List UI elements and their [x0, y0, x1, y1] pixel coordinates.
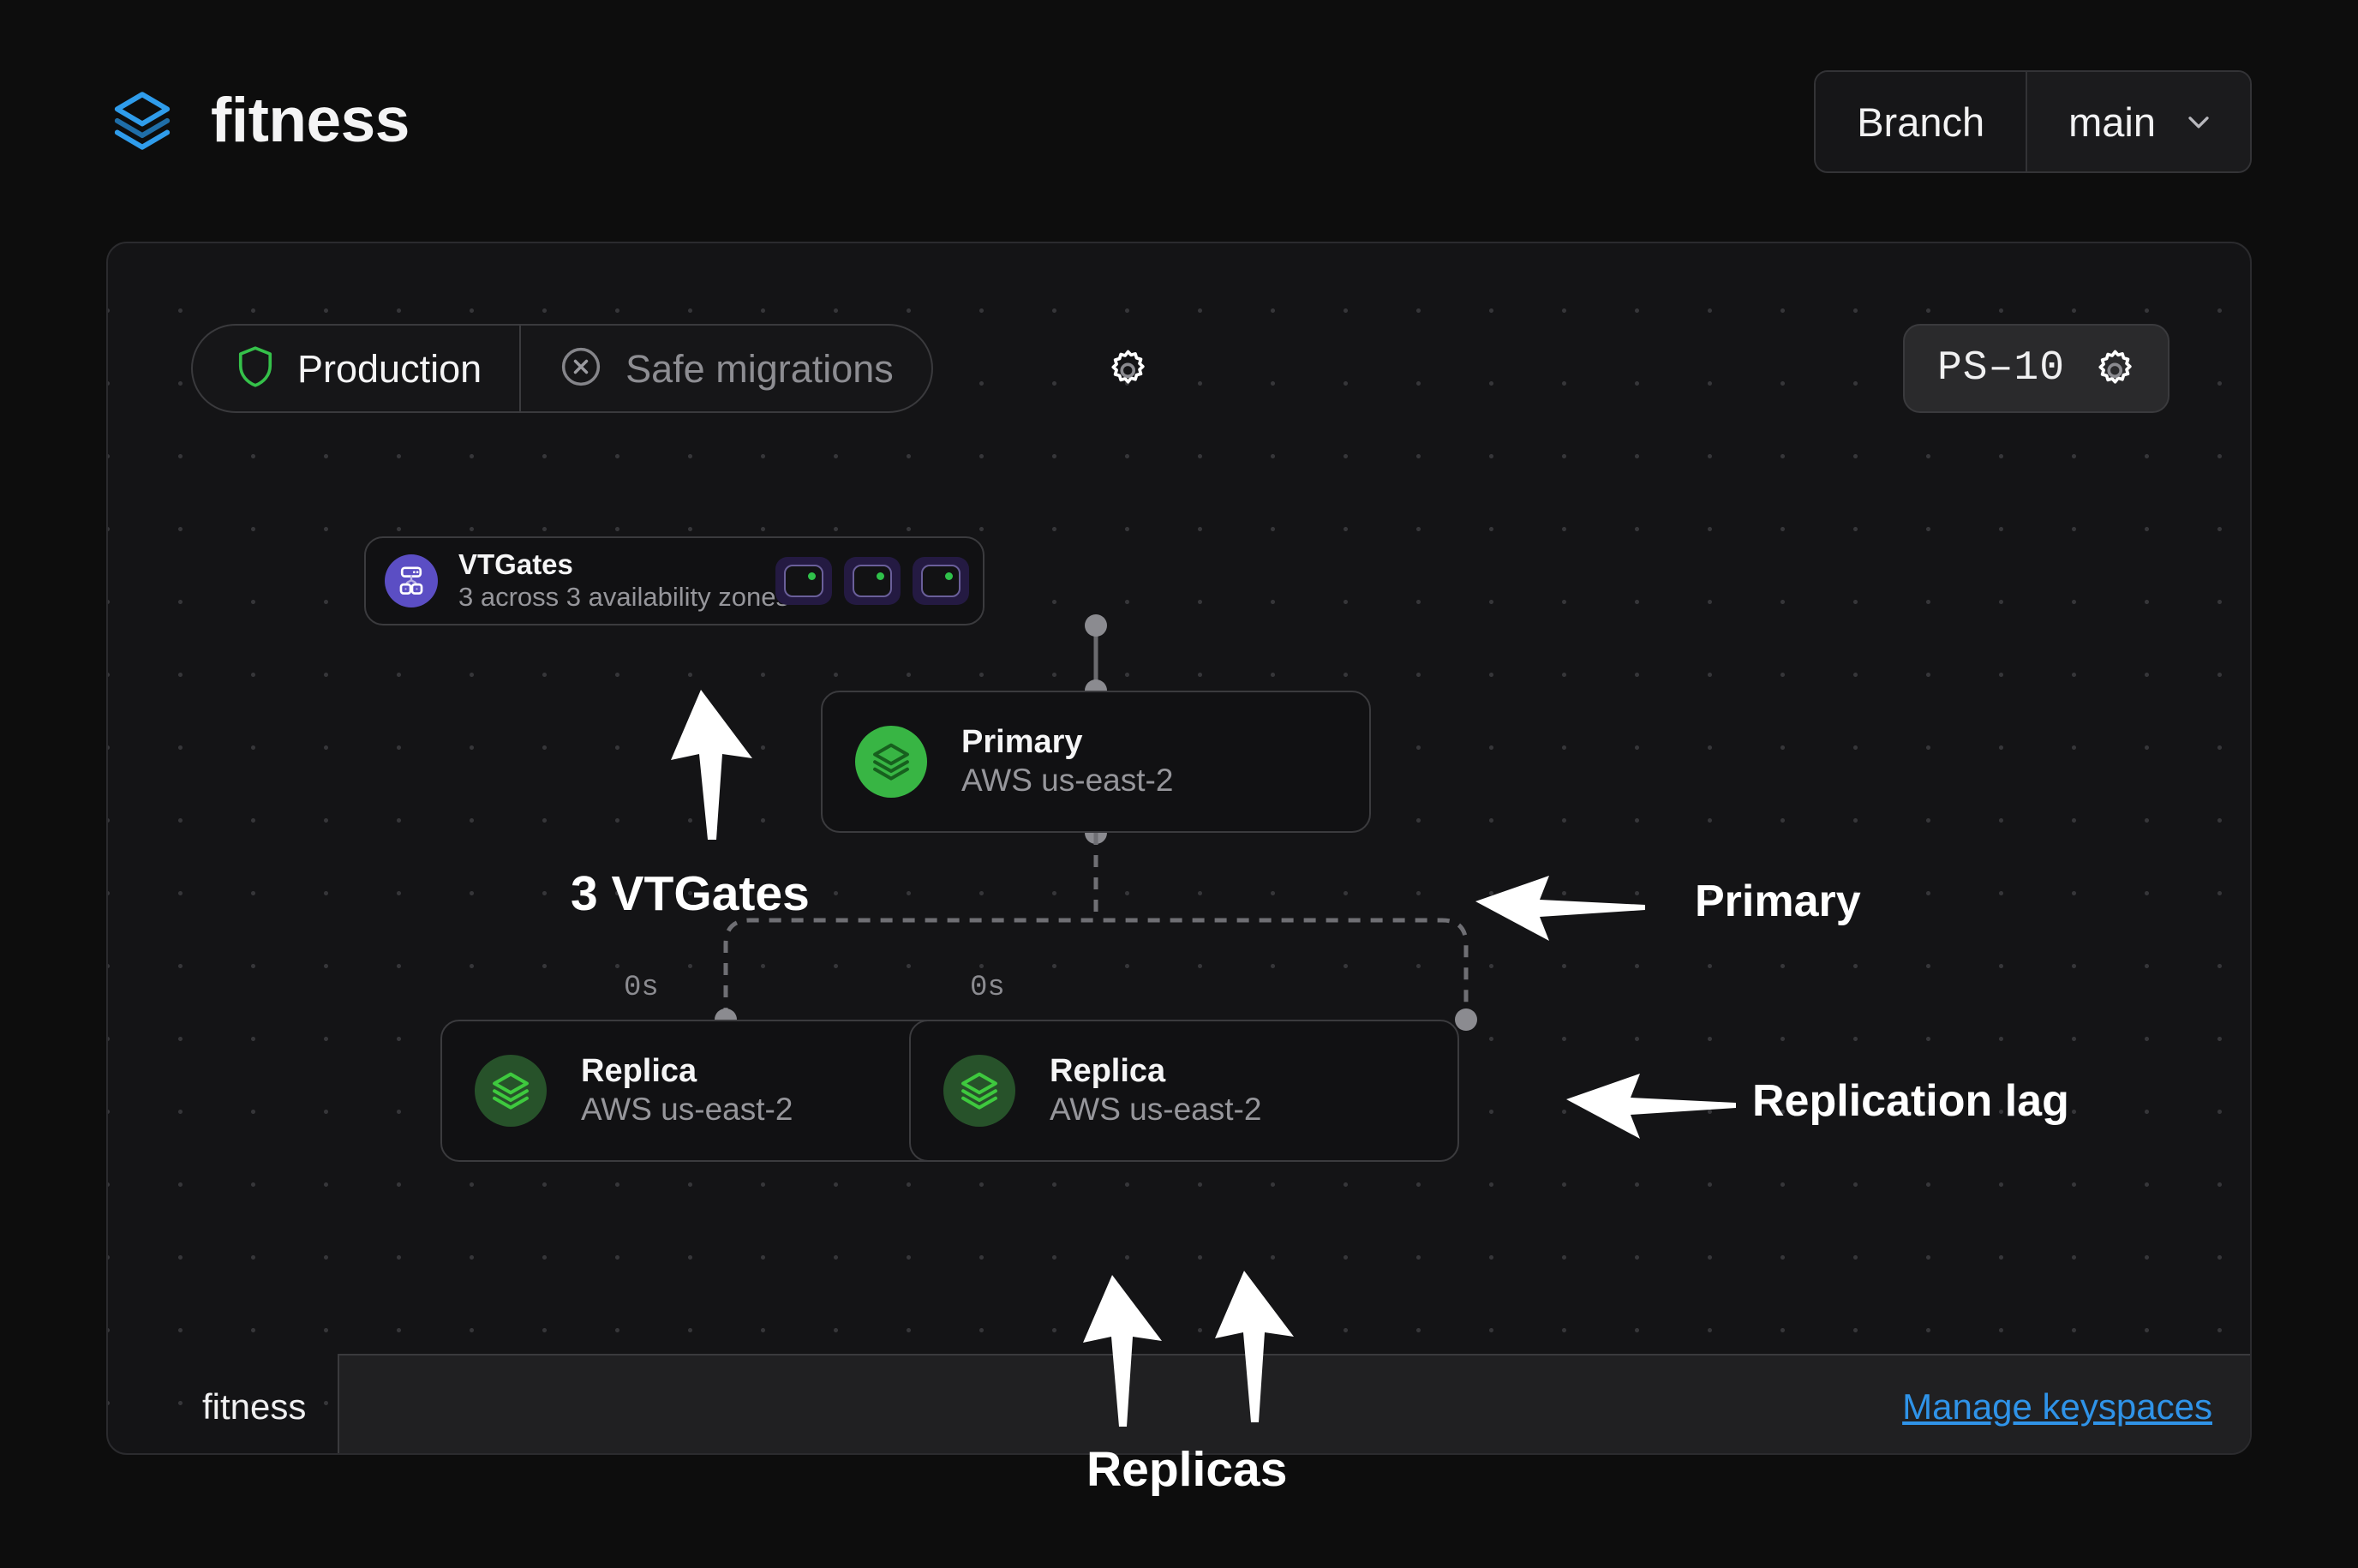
node-replica[interactable]: Replica AWS us-east-2	[909, 1020, 1459, 1162]
node-replica-subtitle: AWS us-east-2	[1050, 1091, 1262, 1127]
node-replica-text: Replica AWS us-east-2	[1050, 1053, 1261, 1128]
node-vtgates-subtitle: 3 across 3 availability zones	[458, 582, 789, 613]
node-primary-text: Primary AWS us-east-2	[961, 724, 1173, 799]
vtgate-instance-body	[853, 565, 892, 597]
node-vtgates[interactable]: VTGates 3 across 3 availability zones	[364, 536, 984, 625]
plan-size-badge[interactable]: PS–10	[1902, 324, 2169, 413]
node-replica-subtitle: AWS us-east-2	[581, 1091, 793, 1127]
divider	[2026, 72, 2028, 171]
replication-lag-label: 0s	[624, 972, 659, 1004]
vtgate-instance[interactable]	[913, 557, 969, 605]
node-replica-title: Replica	[1050, 1052, 1166, 1089]
branch-label: Branch	[1816, 72, 2026, 171]
plan-size-label: PS–10	[1936, 345, 2065, 392]
node-primary[interactable]: Primary AWS us-east-2	[821, 691, 1371, 833]
brand-name: fitness	[211, 85, 410, 155]
vtgate-instance-body	[784, 565, 823, 597]
segment-safe-migrations-label: Safe migrations	[625, 346, 894, 391]
panel-footer	[338, 1354, 2250, 1453]
manage-keyspaces-link[interactable]: Manage keyspaces	[1902, 1386, 2212, 1427]
environment-segmented-control[interactable]: Production Safe migrations	[191, 324, 933, 413]
topology-connectors	[715, 614, 1477, 1031]
brand: fitness	[110, 87, 410, 153]
branch-value-button[interactable]: main	[2027, 72, 2250, 171]
vtgate-instance[interactable]	[844, 557, 901, 605]
vtgate-instance-list	[775, 557, 969, 605]
node-replica-title: Replica	[581, 1052, 697, 1089]
vtgate-instance-body	[921, 565, 961, 597]
vtgate-instance[interactable]	[775, 557, 832, 605]
segment-production-label: Production	[297, 346, 482, 391]
stacked-layers-icon	[943, 1055, 1015, 1127]
node-vtgates-text: VTGates 3 across 3 availability zones	[458, 548, 789, 613]
status-dot-green-icon	[877, 572, 884, 580]
gear-icon[interactable]	[1104, 344, 1153, 394]
chevron-down-icon	[2181, 105, 2216, 139]
node-primary-subtitle: AWS us-east-2	[961, 762, 1174, 798]
node-primary-title: Primary	[961, 723, 1083, 760]
topology-panel: Production Safe migrations PS–10	[106, 242, 2252, 1455]
stacked-layers-icon	[110, 87, 175, 153]
node-replica[interactable]: Replica AWS us-east-2	[440, 1020, 990, 1162]
segment-production[interactable]: Production	[193, 326, 519, 411]
divider	[519, 326, 522, 411]
branch-value-text: main	[2068, 99, 2156, 145]
shield-icon	[236, 344, 275, 393]
circle-x-icon	[559, 344, 603, 393]
gear-icon[interactable]	[2091, 344, 2139, 392]
branch-selector[interactable]: Branch main	[1814, 70, 2252, 173]
app-header: fitness Branch main	[0, 0, 2358, 233]
footer-keyspace-label: fitness	[202, 1386, 307, 1427]
network-topology-icon	[385, 554, 438, 607]
status-dot-green-icon	[808, 572, 816, 580]
segment-safe-migrations[interactable]: Safe migrations	[521, 326, 931, 411]
stacked-layers-icon	[475, 1055, 547, 1127]
status-dot-green-icon	[945, 572, 953, 580]
node-vtgates-title: VTGates	[458, 548, 573, 581]
node-replica-text: Replica AWS us-east-2	[581, 1053, 793, 1128]
stacked-layers-icon	[855, 726, 927, 798]
replication-lag-label: 0s	[970, 972, 1005, 1004]
